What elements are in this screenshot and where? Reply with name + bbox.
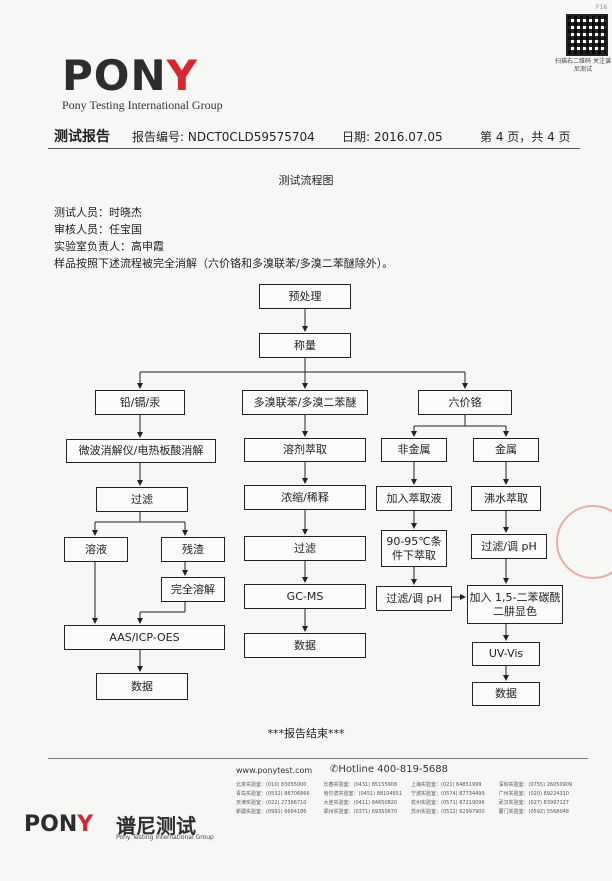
report-no: 报告编号: NDCT0CLD59575704 bbox=[132, 130, 315, 144]
office-entry: 大连实验室：(0411) 84650820 bbox=[323, 800, 398, 806]
phone-icon: ✆ bbox=[330, 764, 339, 775]
office-entry: 哈尔滨实验室：(0451) 88104651 bbox=[323, 791, 403, 797]
header-divider bbox=[48, 148, 580, 149]
step-weigh: 称量 bbox=[259, 333, 351, 358]
col3-color: 加入 1,5-二苯碳酰二肼显色 bbox=[467, 585, 563, 624]
col3-data: 数据 bbox=[472, 682, 540, 706]
col2-head: 多溴联苯/多溴二苯醚 bbox=[242, 390, 368, 415]
reviewer: 审核人员：任宝国 bbox=[54, 223, 142, 236]
col1-residue: 残渣 bbox=[161, 537, 225, 562]
col3-boil-extract: 沸水萃取 bbox=[471, 486, 541, 511]
website-link[interactable]: www.ponytest.com bbox=[236, 766, 313, 775]
office-entry: 青岛实验室：(0532) 88706866 bbox=[236, 791, 310, 797]
qr-code-icon bbox=[566, 14, 608, 56]
col3-filter-ph2: 过滤/调 pH bbox=[471, 534, 547, 559]
report-end: ***报告结束*** bbox=[267, 727, 345, 740]
office-entry: 郑州实验室：(0371) 69350670 bbox=[323, 809, 398, 815]
col3-instrument: UV-Vis bbox=[472, 642, 540, 666]
office-entry: 上海实验室：(021) 64851999 bbox=[411, 782, 482, 788]
page-info: 第 4 页，共 4 页 bbox=[480, 130, 571, 144]
office-list: 北京实验室：(010) 83055000 长春实验室：(0431) 8515590… bbox=[236, 781, 586, 815]
tester: 测试人员：时晓杰 bbox=[54, 206, 142, 219]
office-entry: 北京实验室：(010) 83055000 bbox=[236, 782, 307, 788]
col1-instrument: AAS/ICP-OES bbox=[64, 625, 225, 650]
report-title: 测试报告 bbox=[54, 129, 110, 145]
office-entry: 武汉实验室：(027) 83997127 bbox=[498, 800, 569, 806]
corner-mark: F16 bbox=[596, 4, 608, 11]
col1-solution: 溶液 bbox=[64, 537, 128, 562]
office-entry: 杭州实验室：(0571) 87219096 bbox=[411, 800, 485, 806]
report-date: 日期: 2016.07.05 bbox=[342, 130, 443, 144]
col2-filter: 过滤 bbox=[244, 536, 366, 561]
col1-data: 数据 bbox=[96, 673, 188, 700]
col2-data: 数据 bbox=[244, 633, 366, 658]
footer-en-name: Pony Testing International Group bbox=[116, 834, 214, 841]
office-entry: 广州实验室：(020) 89224310 bbox=[498, 791, 569, 797]
office-entry: 天津实验室：(022) 27366710 bbox=[236, 800, 307, 806]
office-entry: 厦门实验室：(0592) 5568048 bbox=[498, 809, 569, 815]
qr-caption: 扫描右二维码 关注谱尼测试 bbox=[555, 58, 611, 73]
col3-heat-extract: 90-95℃条件下萃取 bbox=[381, 530, 447, 567]
hotline: ✆Hotline 400-819-5688 bbox=[330, 764, 449, 775]
col1-filter: 过滤 bbox=[96, 487, 188, 512]
footer-logo: PONY bbox=[24, 812, 94, 837]
office-entry: 苏州实验室：(0512) 62997900 bbox=[411, 809, 485, 815]
col3-filter-ph: 过滤/调 pH bbox=[376, 586, 452, 611]
footer-divider bbox=[48, 758, 588, 759]
col1-digest: 微波消解仪/电热板酸消解 bbox=[66, 439, 216, 463]
office-entry: 深圳实验室：(0755) 26050909 bbox=[498, 782, 573, 788]
col2-extract: 溶剂萃取 bbox=[244, 438, 366, 462]
col2-concentrate: 浓缩/稀释 bbox=[244, 485, 366, 510]
col1-dissolve: 完全溶解 bbox=[161, 577, 225, 602]
office-entry: 宁波实验室：(0574) 87734499 bbox=[411, 791, 485, 797]
pony-logo: PONY bbox=[62, 51, 199, 100]
step-pretreat: 预处理 bbox=[259, 284, 351, 309]
seal-stamp-icon bbox=[556, 505, 612, 579]
section-title: 测试流程图 bbox=[278, 174, 334, 187]
col1-head: 铅/镉/汞 bbox=[95, 390, 185, 415]
logo-subtitle: Pony Testing International Group bbox=[62, 98, 223, 112]
col3-metal: 金属 bbox=[473, 438, 539, 462]
col3-head: 六价铬 bbox=[418, 390, 512, 415]
lab-head: 实验室负责人：高申霞 bbox=[54, 240, 164, 253]
sample-note: 样品按照下述流程被完全消解（六价铬和多溴联苯/多溴二苯醚除外）。 bbox=[54, 257, 394, 270]
footer-cn-name: 谱尼测试 bbox=[116, 814, 196, 838]
office-entry: 长春实验室：(0431) 85155908 bbox=[323, 782, 398, 788]
col3-add-extract: 加入萃取液 bbox=[376, 486, 452, 511]
office-entry: 新疆实验室：(0991) 6684186 bbox=[236, 809, 307, 815]
col2-instrument: GC-MS bbox=[244, 584, 366, 609]
col3-nonmetal: 非金属 bbox=[381, 438, 447, 462]
